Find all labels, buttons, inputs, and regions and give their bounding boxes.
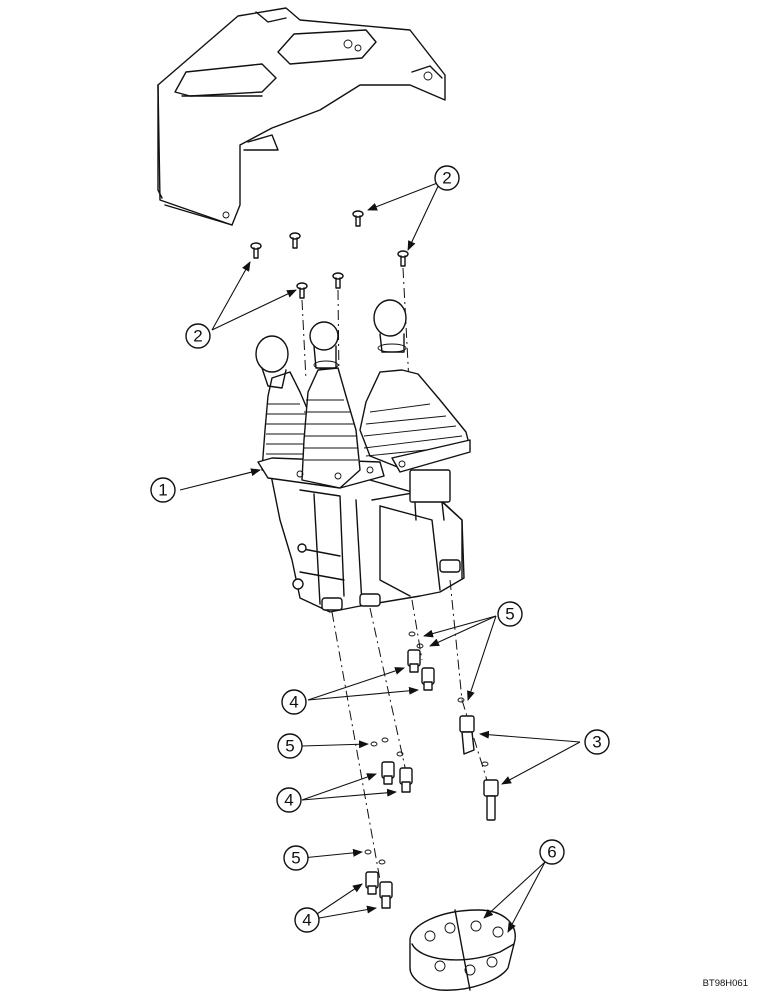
screw [352, 210, 364, 227]
screw [289, 232, 301, 249]
adapter-fittings [365, 649, 499, 909]
figure-reference-code: BT98H061 [703, 978, 748, 989]
port-centerlines [331, 579, 491, 881]
cover-screws [250, 210, 413, 471]
callout-4-upper: 4 [281, 689, 307, 715]
adapter-fitting [379, 881, 393, 909]
o-ring [370, 741, 378, 747]
o-ring [416, 643, 424, 649]
o-ring [396, 751, 404, 757]
callout-label: 6 [547, 843, 556, 862]
callout-label: 2 [442, 169, 451, 188]
adapter-fitting [459, 715, 475, 755]
o-ring [378, 859, 386, 865]
callout-5-lower: 5 [283, 845, 309, 871]
o-ring [408, 631, 416, 637]
callout-5-middle: 5 [277, 733, 303, 759]
callout-label: 2 [193, 327, 202, 346]
screw [397, 250, 409, 267]
callout-label: 4 [289, 693, 298, 712]
adapter-fitting [483, 779, 499, 821]
callout-5-upper: 5 [497, 601, 523, 627]
callout-label: 3 [592, 733, 601, 752]
adapter-fitting [407, 649, 421, 673]
o-rings [364, 631, 489, 865]
adapter-fitting [399, 767, 413, 793]
adapter-fitting [381, 761, 395, 785]
callout-4-lower: 4 [294, 907, 320, 933]
o-ring [457, 697, 465, 703]
callout-label: 5 [505, 605, 514, 624]
screw [332, 272, 344, 289]
callout-2-left: 2 [185, 323, 211, 349]
callout-1: 1 [150, 477, 176, 503]
grommet-seal [409, 909, 516, 991]
o-ring [481, 761, 489, 767]
leader-lines [179, 181, 581, 933]
callout-6: 6 [539, 839, 565, 865]
callout-3: 3 [584, 729, 610, 755]
console-cover [157, 7, 446, 226]
screw [296, 282, 308, 299]
callout-label: 5 [285, 737, 294, 756]
screw [250, 242, 262, 259]
joystick-valve-assembly [255, 299, 471, 613]
callout-label: 4 [284, 791, 293, 810]
callout-label: 4 [302, 911, 311, 930]
adapter-fitting [365, 871, 379, 895]
o-ring [381, 737, 389, 743]
callout-label: 5 [291, 849, 300, 868]
callout-4-middle: 4 [276, 787, 302, 813]
callout-2-top: 2 [434, 165, 460, 191]
adapter-fitting [421, 667, 435, 691]
o-ring [364, 849, 372, 855]
callout-label: 1 [158, 481, 167, 500]
